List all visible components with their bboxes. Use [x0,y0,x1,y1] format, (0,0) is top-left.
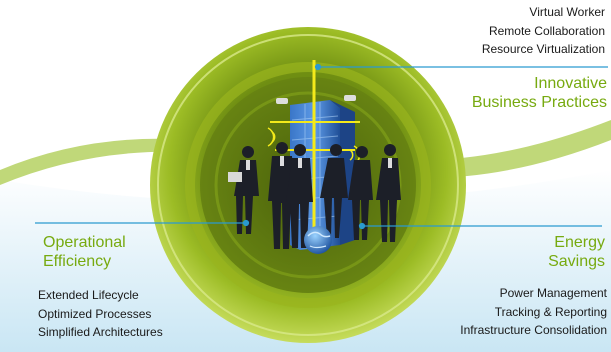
shirt-details [246,156,392,170]
list-item: Remote Collaboration [488,23,605,38]
innovative-practices-list: Virtual Worker Remote Collaboration Reso… [482,3,605,59]
operational-efficiency-heading-line1: Operational [43,234,126,251]
camera-left [276,98,288,104]
innovative-practices-heading-line2: Business Practices [471,94,607,111]
list-item: Tracking & Reporting [494,304,607,319]
list-item: Resource Virtualization [481,42,605,56]
people-illustration [228,142,401,249]
inner-ring [214,91,402,279]
energy-savings-heading-line2: Savings [548,253,605,270]
list-item: Simplified Architectures [38,325,163,339]
list-item: Virtual Worker [529,5,605,19]
camera-right [344,95,356,101]
globe-icon [304,226,332,254]
connector-lines [35,63,608,230]
operational-efficiency-heading-line2: Efficiency [43,253,112,270]
middle-ring [185,62,431,308]
list-item: Optimized Processes [38,306,152,321]
energy-savings-heading-line1: Energy [554,234,605,251]
outer-ring [157,34,459,336]
operational-efficiency-list: Extended Lifecycle Optimized Processes S… [38,286,163,342]
list-item: Extended Lifecycle [38,288,139,302]
energy-savings-list: Power Management Tracking & Reporting In… [460,284,607,340]
innovative-practices-heading-line1: Innovative [534,75,607,92]
list-item: Power Management [499,286,607,300]
list-item: Infrastructure Consolidation [460,323,607,337]
